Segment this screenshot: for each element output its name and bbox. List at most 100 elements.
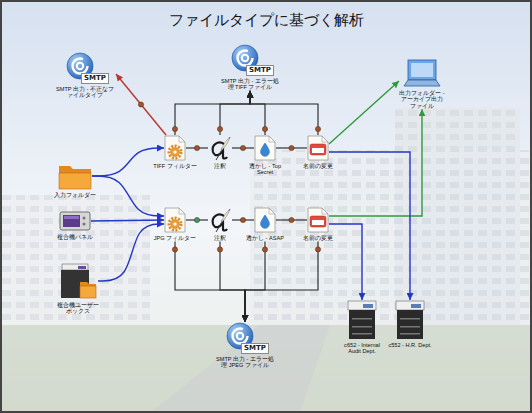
- panel-button: [83, 223, 86, 226]
- diagram-node: c652 - Internal Audit Dept.: [339, 300, 385, 355]
- node-label: 複合機パネル: [50, 234, 100, 240]
- node-icon: [404, 58, 440, 88]
- connector: [175, 91, 250, 135]
- node-icon: [58, 162, 92, 190]
- at-core: [242, 55, 248, 61]
- node-label: TIFF フィルター: [150, 163, 200, 169]
- connection-dot: [194, 217, 199, 222]
- diagram-node: TIFF フィルター: [150, 135, 200, 169]
- node-icon: [395, 300, 425, 340]
- connector: [175, 241, 245, 322]
- diagram-node: 注釈: [205, 207, 235, 241]
- water-drop: [261, 143, 270, 156]
- connection-dot: [172, 247, 177, 252]
- quill-shaft: [216, 209, 230, 232]
- connection-dot: [240, 145, 245, 150]
- node-label: c652 - Internal Audit Dept.: [339, 342, 385, 355]
- screen: [411, 63, 433, 77]
- page-fold: [179, 136, 185, 142]
- diagram-node: 注釈: [205, 135, 235, 169]
- page-fold: [322, 136, 328, 142]
- connector: [250, 91, 318, 135]
- connection-dot: [262, 247, 267, 252]
- connector: [91, 220, 164, 221]
- quill-shaft: [216, 137, 230, 160]
- diagram-node: 複合機パネル: [50, 210, 100, 240]
- node-label: 注釈: [205, 163, 235, 169]
- name-tag-field: [312, 220, 324, 225]
- water-drop: [261, 215, 270, 228]
- page-fold: [269, 136, 275, 142]
- diagram-node: c552 - H.R. Dept.: [387, 300, 433, 348]
- at-core: [77, 63, 83, 69]
- connection-dot: [315, 126, 320, 131]
- name-tag-field: [312, 148, 324, 153]
- folder-back: [59, 166, 91, 189]
- connection-dot: [289, 217, 294, 222]
- node-label: SMTP 出力 - エラー処理 TIFF ファイル: [219, 78, 281, 91]
- node-icon: [164, 207, 186, 233]
- diagram-node: 複合機ユーザーボックス: [55, 262, 101, 315]
- gear-teeth: [169, 218, 181, 230]
- folder-front: [59, 173, 91, 189]
- protocol-tag: SMTP: [241, 343, 269, 354]
- page-fold: [322, 208, 328, 214]
- panel-body: [60, 212, 90, 230]
- node-label: SMTP 出力 - エラー処理 JPEG ファイル: [214, 356, 276, 369]
- base: [404, 80, 440, 86]
- diagram-node: 出力フォルダー - アーカイブ出力ファイル: [399, 58, 445, 109]
- connector: [329, 224, 362, 300]
- connection-dot: [289, 145, 294, 150]
- printer-tray: [400, 333, 420, 335]
- gear-hole: [173, 222, 176, 225]
- connection-dot: [194, 145, 199, 150]
- node-label: 複合機ユーザーボックス: [55, 302, 101, 315]
- connector: [329, 152, 410, 300]
- at-ring: [73, 59, 88, 74]
- node-label: 透かし - ASAP: [245, 235, 285, 241]
- diagram-node: 名前の変更: [298, 135, 338, 169]
- diagram-node: 入力フォルダー: [50, 162, 100, 198]
- diagram-title: ファイルタイプに基づく解析: [0, 11, 532, 30]
- connection-dot: [172, 126, 177, 131]
- printer-body: [397, 310, 423, 339]
- at-ring: [233, 329, 248, 344]
- page-sheet: [165, 136, 185, 160]
- gear-teeth: [169, 146, 181, 158]
- diagram-node: SMTP 出力 - エラー処理 TIFF ファイルSMTP: [219, 44, 281, 91]
- quill-feather: [221, 209, 230, 223]
- page-sheet: [165, 208, 185, 232]
- connector: [329, 81, 399, 144]
- gear-body: [171, 148, 179, 156]
- panel-screen: [63, 215, 80, 227]
- connection-dot: [138, 102, 143, 107]
- name-tag: [310, 144, 326, 155]
- at-ring: [238, 51, 253, 66]
- diagram-node: SMTP 出力 - 不正なファイルタイプSMTP: [54, 52, 116, 99]
- connection-dot: [315, 247, 320, 252]
- node-icon: [347, 300, 377, 340]
- at-core: [237, 333, 243, 339]
- printer-tray: [400, 318, 420, 320]
- screen-frame: [408, 60, 436, 80]
- node-label: 名前の変更: [298, 235, 338, 241]
- printer-body: [349, 310, 375, 339]
- gear-hole: [173, 150, 176, 153]
- node-icon: [58, 262, 98, 300]
- printer-panel: [363, 304, 373, 308]
- connection-dot: [217, 126, 222, 131]
- connector: [92, 176, 164, 216]
- connector: [245, 241, 265, 322]
- protocol-tag: SMTP: [81, 73, 109, 84]
- node-label: 出力フォルダー - アーカイブ出力ファイル: [399, 90, 445, 109]
- connection-dot: [240, 217, 245, 222]
- node-label: 名前の変更: [298, 163, 338, 169]
- printer-top: [348, 301, 376, 310]
- node-icon: [59, 210, 91, 232]
- node-label: 透かし - Top Secret: [245, 163, 285, 176]
- quill-feather: [221, 137, 230, 151]
- page-sheet: [255, 136, 275, 160]
